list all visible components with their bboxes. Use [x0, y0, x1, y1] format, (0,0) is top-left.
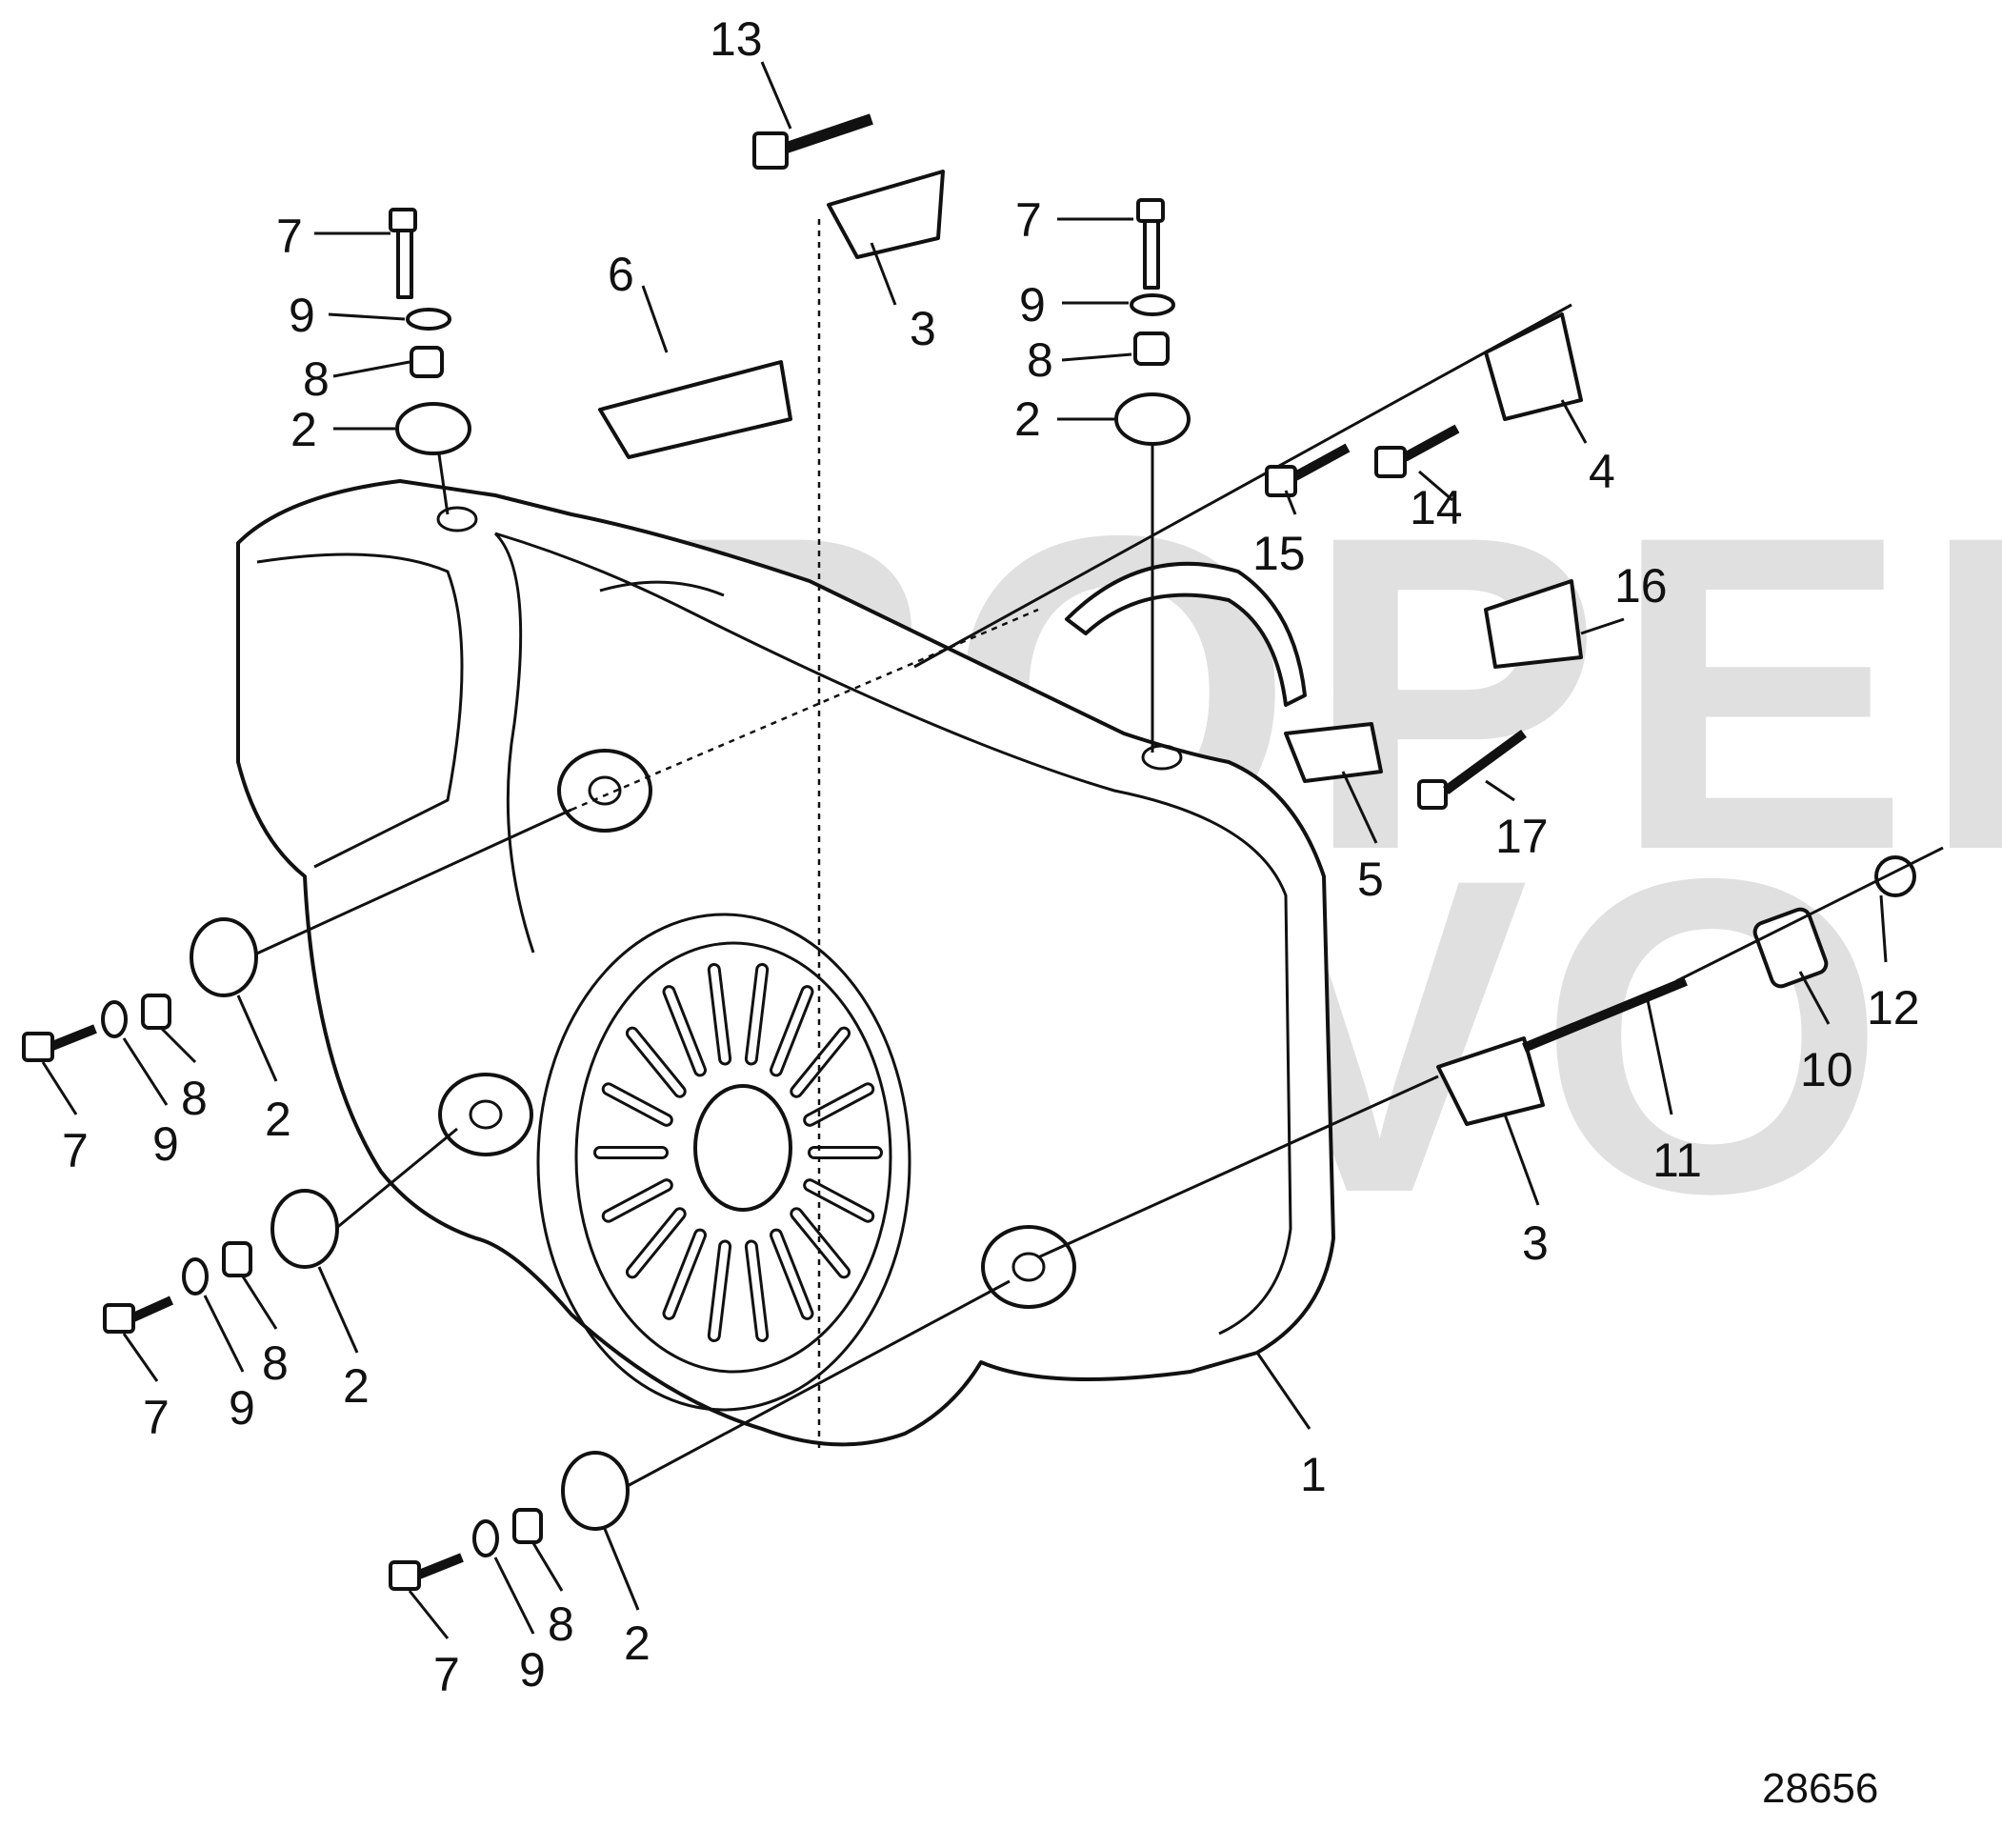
callout-6: 6	[608, 248, 634, 301]
vent-slot-inner	[772, 988, 811, 1075]
vent-slot-inner	[628, 1210, 684, 1276]
fastener-set-middle	[103, 1189, 339, 1334]
fastener-set-upper-left	[389, 208, 471, 455]
callout-7-middle: 7	[143, 1391, 170, 1444]
vent-slot-inner	[665, 1231, 704, 1317]
figure-number: 28656	[1762, 1765, 1878, 1812]
callout-13: 13	[710, 12, 763, 66]
bolts-14-15	[1265, 424, 1527, 810]
vent-slot-inner	[628, 1029, 684, 1095]
vent-slot-inner	[665, 988, 704, 1075]
callout-8-left: 8	[181, 1072, 208, 1125]
bracket-6	[598, 360, 792, 459]
vent-slot-inner	[710, 965, 730, 1063]
callout-17: 17	[1495, 810, 1549, 863]
vent-slot-inner	[792, 1210, 849, 1276]
callout-15: 15	[1252, 527, 1306, 580]
callout-4: 4	[1589, 445, 1615, 498]
callout-9-bottom: 9	[519, 1643, 546, 1697]
belt-guard-housing	[236, 479, 1335, 1447]
mount-boss-upper	[557, 749, 652, 833]
callout-3-top: 3	[910, 302, 936, 355]
mount-boss-left	[438, 1073, 533, 1156]
callout-8-top-right: 8	[1027, 333, 1053, 387]
callout-7-top-left: 7	[276, 210, 303, 263]
callout-9-top-left: 9	[289, 289, 315, 342]
callout-7-top-right: 7	[1015, 193, 1042, 247]
vent-slot-inner	[710, 1242, 730, 1340]
bracket-16	[1484, 579, 1583, 669]
callout-8-bottom: 8	[548, 1597, 574, 1651]
bracket-5	[1284, 722, 1383, 783]
vent-slot-inner	[604, 1085, 671, 1124]
callout-8-middle: 8	[262, 1336, 289, 1390]
callout-12: 12	[1867, 981, 1920, 1034]
callout-labels: 13 7 9 8 2 6 3 7 9 8 2 4 14 15 16 5 17 1…	[62, 12, 1920, 1701]
callout-2-top-right: 2	[1014, 392, 1041, 446]
vent-slot-inner	[772, 1231, 811, 1317]
vent-slot-inner	[604, 1181, 671, 1220]
vent-slot-inner	[792, 1029, 849, 1095]
strap-band	[1065, 561, 1307, 707]
callout-9-middle: 9	[229, 1381, 255, 1435]
vent-slot-inner	[747, 965, 767, 1063]
vent-slot-inner	[806, 1181, 872, 1220]
bracket-4	[1484, 312, 1583, 421]
callout-9-left: 9	[152, 1117, 179, 1171]
callout-leaders	[41, 61, 1888, 1639]
bracket-3-upper	[827, 170, 945, 259]
nut-12	[1874, 855, 1916, 897]
assembly-axis-lines	[237, 219, 1944, 1497]
callout-2-bottom: 2	[624, 1617, 651, 1670]
bracket-3-lower	[1436, 1036, 1545, 1126]
callout-7-bottom: 7	[433, 1648, 460, 1701]
fastener-set-lower	[389, 1451, 630, 1591]
callout-3-right: 3	[1522, 1216, 1549, 1270]
callout-2-top-left: 2	[290, 403, 317, 456]
vent-slot-inner	[747, 1242, 767, 1340]
callout-10: 10	[1800, 1043, 1853, 1096]
callout-2-left: 2	[265, 1093, 291, 1146]
stud-11	[1522, 976, 1688, 1053]
spacer-10	[1752, 907, 1829, 989]
fan-hub-opening	[693, 1084, 792, 1212]
callout-14: 14	[1410, 481, 1463, 534]
callout-11: 11	[1652, 1134, 1702, 1187]
fastener-set-left	[22, 917, 258, 1062]
fastener-set-upper-right	[1114, 198, 1191, 446]
bolt-13	[752, 113, 873, 170]
callout-8-top-left: 8	[303, 352, 330, 406]
callout-2-middle: 2	[343, 1359, 370, 1413]
callout-1: 1	[1300, 1448, 1327, 1501]
callout-16: 16	[1614, 559, 1668, 613]
mount-boss-lower	[981, 1225, 1076, 1309]
callout-7-left: 7	[62, 1124, 89, 1177]
callout-9-top-right: 9	[1019, 278, 1046, 331]
callout-5: 5	[1357, 853, 1384, 906]
